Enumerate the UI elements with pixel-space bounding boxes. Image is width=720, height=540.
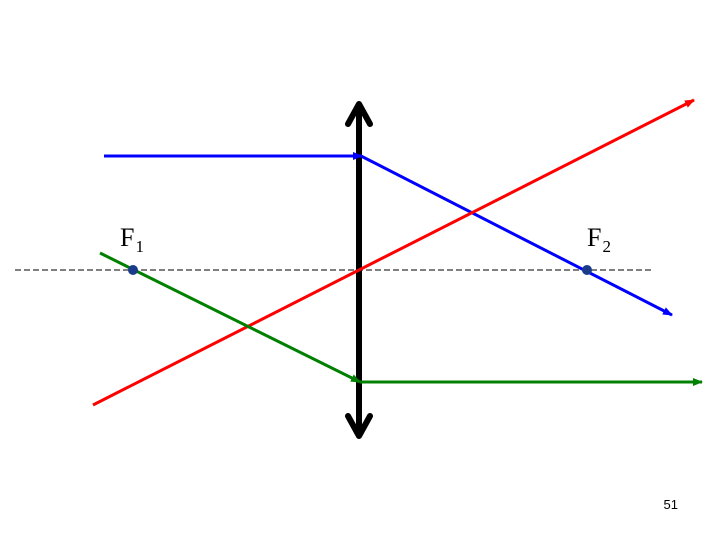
focal-point-f2 bbox=[582, 265, 592, 275]
ray-parallel bbox=[104, 152, 673, 317]
f2-letter: F bbox=[587, 223, 602, 252]
slide-number: 51 bbox=[663, 497, 678, 512]
focal-label-f1: F1 bbox=[120, 223, 144, 256]
lens-top-arrowhead bbox=[345, 101, 373, 127]
f2-subscript: 2 bbox=[602, 237, 611, 256]
ray-through-focal-point bbox=[99, 251, 703, 386]
focal-point-f1 bbox=[128, 265, 138, 275]
lens-bottom-arrowhead bbox=[345, 413, 373, 439]
ray-through-center bbox=[92, 98, 695, 407]
focal-label-f2: F2 bbox=[587, 223, 611, 256]
f1-subscript: 1 bbox=[135, 237, 144, 256]
f1-letter: F bbox=[120, 223, 135, 252]
